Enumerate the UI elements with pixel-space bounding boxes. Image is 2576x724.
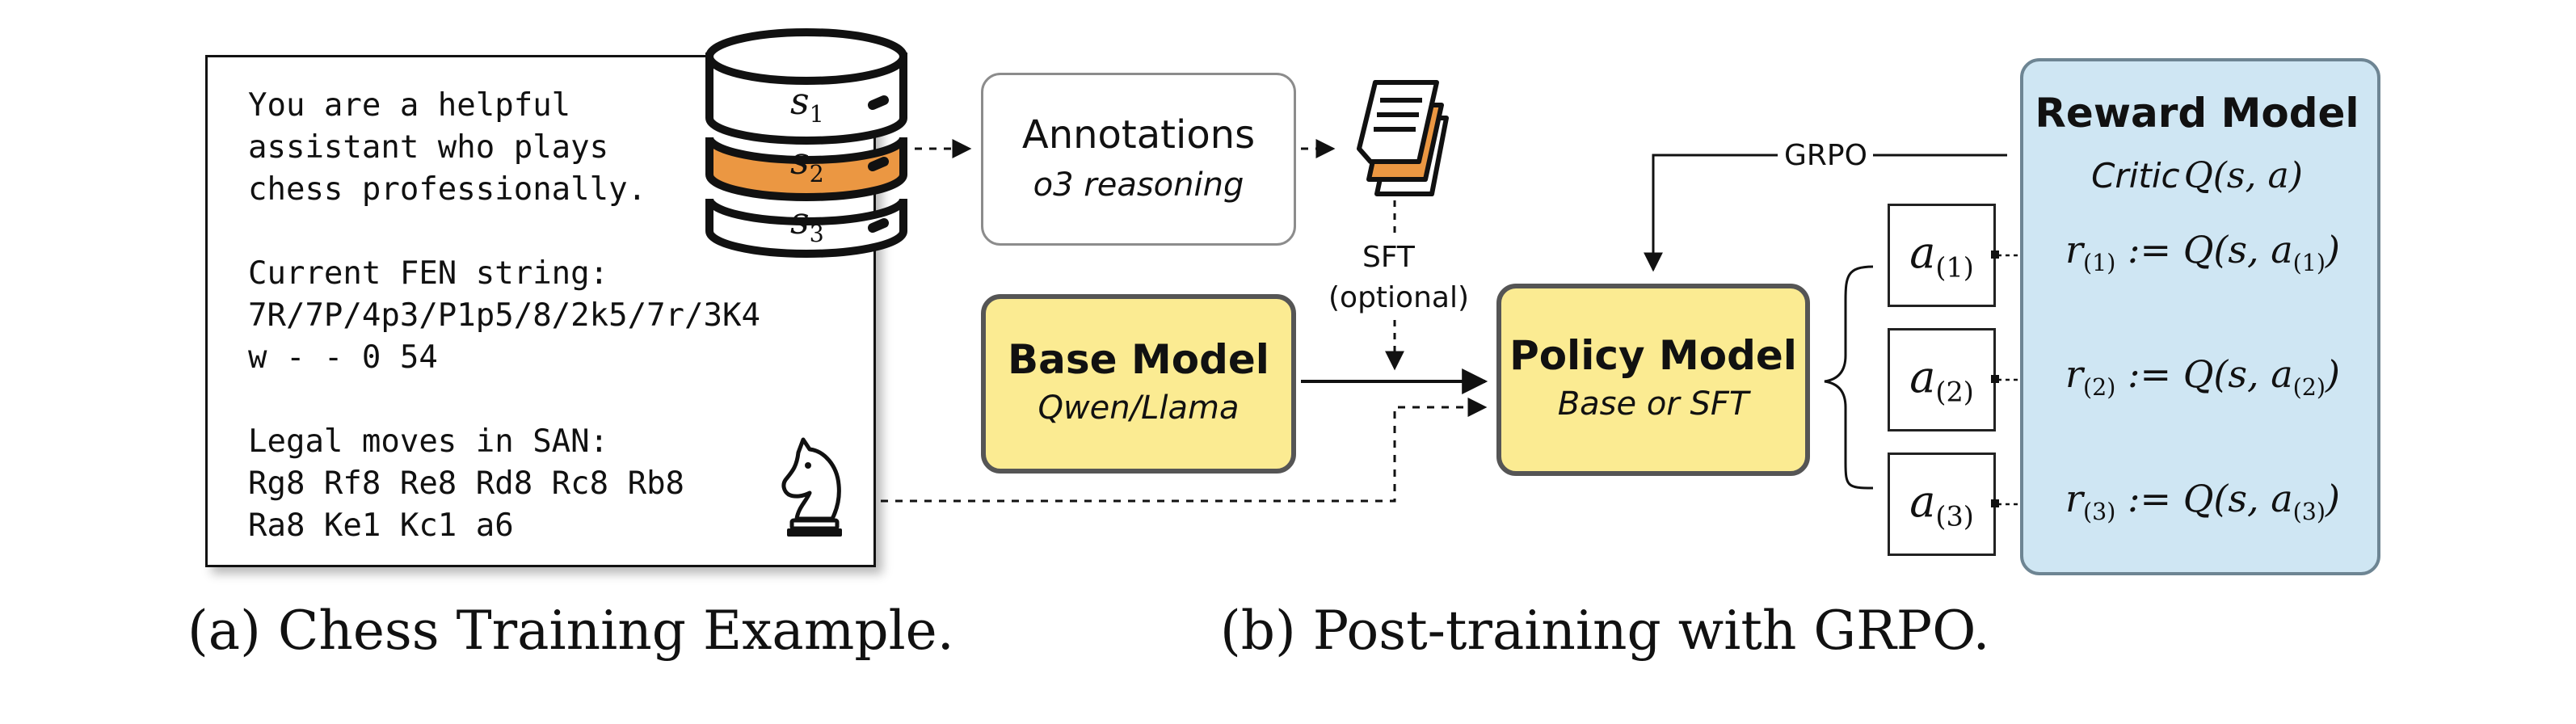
reward-model-critic: Critic Q(s, a): [2020, 152, 2374, 200]
prompt-text: You are a helpful assistant who plays ches…: [248, 85, 760, 547]
actions-brace: [1824, 265, 1874, 490]
action-3-port: [1991, 499, 1999, 507]
prompt-line: [248, 211, 760, 253]
database-layer-3: [705, 198, 907, 258]
prompt-line: chess professionally.: [248, 171, 647, 208]
reward-eq-1: r(1) := Q(s, a(1)): [2065, 228, 2340, 276]
policy-model-subtitle: Base or SFT: [1557, 385, 1749, 423]
action-box-1: a(1): [1888, 204, 1996, 307]
policy-model-title: Policy Model: [1509, 332, 1797, 379]
prompt-line: Current FEN string:: [248, 255, 609, 292]
database-layer-3-label: s3: [790, 199, 824, 247]
critic-formula: Q(s, a): [2183, 155, 2303, 196]
base-model-title: Base Model: [1008, 336, 1269, 383]
annotations-subtitle: o3 reasoning: [1033, 166, 1244, 204]
prompt-line: assistant who plays: [248, 129, 609, 166]
base-model-box: Base Model Qwen/Llama: [981, 294, 1296, 474]
prompt-line: Ra8 Ke1 Kc1 a6: [248, 507, 514, 544]
policy-model-box: Policy Model Base or SFT: [1496, 284, 1810, 476]
action-box-2: a(2): [1888, 328, 1996, 431]
action-box-3: a(3): [1888, 452, 1996, 556]
prompt-line: You are a helpful: [248, 87, 571, 124]
annotations-title: Annotations: [1021, 112, 1256, 158]
reward-eq-3: r(3) := Q(s, a(3)): [2065, 477, 2340, 525]
documents-icon: [1357, 80, 1449, 196]
database-icon: [705, 28, 907, 258]
prompt-line: [248, 379, 760, 421]
database-layer-1-label: s1: [790, 79, 824, 128]
database-layer-2-label: s2: [790, 139, 824, 187]
caption-left: (a) Chess Training Example.: [187, 600, 954, 662]
database-layer-2: [705, 137, 907, 201]
reward-model-panel: [2020, 58, 2380, 575]
annotations-box: Annotations o3 reasoning: [981, 73, 1296, 246]
grpo-label: GRPO: [1784, 139, 1867, 172]
sft-optional-label: (optional): [1328, 281, 1469, 314]
action-2-port: [1991, 375, 1999, 383]
caption-right: (b) Post-training with GRPO.: [1220, 600, 1990, 662]
action-1-port: [1991, 250, 1999, 259]
base-model-subtitle: Qwen/Llama: [1038, 389, 1240, 427]
reward-model-title: Reward Model: [2035, 90, 2359, 137]
prompt-line: Legal moves in SAN:: [248, 423, 609, 460]
prompt-card: You are a helpful assistant who plays ches…: [205, 55, 876, 567]
critic-prefix: Critic: [2091, 156, 2180, 196]
prompt-line: Rg8 Rf8 Re8 Rd8 Rc8 Rb8: [248, 465, 685, 502]
prompt-line: w - - 0 54: [248, 339, 438, 376]
reward-eq-2: r(2) := Q(s, a(2)): [2065, 352, 2340, 401]
prompt-line: 7R/7P/4p3/P1p5/8/2k5/7r/3K4: [248, 297, 760, 334]
chess-knight-icon: [781, 437, 842, 537]
grpo-feedback-arrow: [1644, 154, 1778, 272]
sft-label: SFT: [1362, 241, 1415, 274]
